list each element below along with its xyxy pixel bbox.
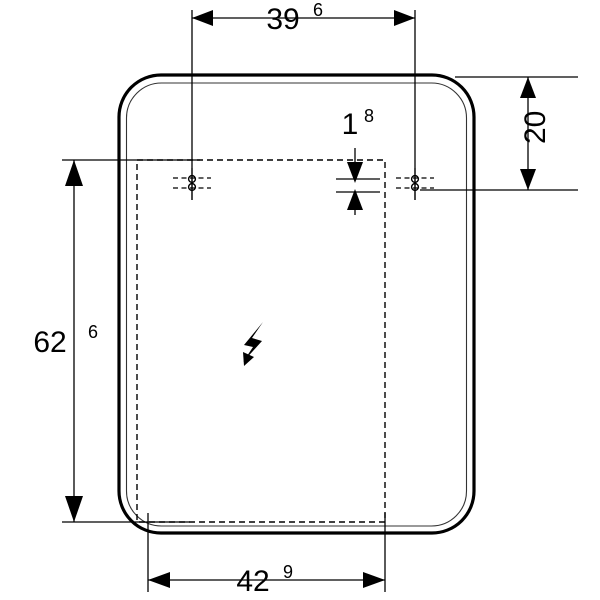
keyhole-mount-left bbox=[173, 168, 211, 200]
arrow-left-top bbox=[192, 10, 213, 26]
cabinet-body bbox=[117, 73, 476, 535]
dim-sup-top-width: 6 bbox=[313, 0, 323, 20]
cabinet-inner-outline bbox=[125, 82, 468, 527]
keyhole-right-circle bbox=[410, 174, 420, 184]
keyhole-mount-right bbox=[396, 168, 434, 200]
lightning-bolt-icon bbox=[243, 322, 263, 366]
keyhole-left-circle-lower bbox=[187, 182, 197, 192]
dimension-bottom-width: 42 9 bbox=[147, 513, 386, 598]
dimension-top-width: 39 6 bbox=[191, 0, 416, 200]
lightning-bolt-path bbox=[243, 322, 263, 362]
cabinet-outer-outline bbox=[117, 73, 476, 535]
dim-label-right-height: 20 bbox=[519, 111, 552, 144]
arrow-up-right bbox=[520, 77, 536, 98]
dim-label-inner-gap: 1 bbox=[342, 108, 359, 141]
arrow-down-right bbox=[520, 169, 536, 190]
arrow-up-left bbox=[65, 160, 83, 186]
lightning-bolt-arrowhead bbox=[243, 352, 254, 366]
arrow-up-inner bbox=[347, 189, 363, 210]
dimension-right-height: 20 bbox=[420, 76, 578, 191]
dim-sup-bottom-width: 9 bbox=[283, 562, 293, 582]
dim-label-bottom-width: 42 bbox=[236, 565, 269, 598]
arrow-down-left bbox=[65, 496, 83, 522]
dim-label-left-height: 62 bbox=[33, 326, 66, 359]
arrow-down-inner bbox=[347, 162, 363, 183]
keyhole-right-circle-lower bbox=[410, 182, 420, 192]
keyhole-left-circle bbox=[187, 174, 197, 184]
dimension-left-height: 62 6 bbox=[33, 159, 200, 523]
dim-label-top-width: 39 bbox=[266, 3, 299, 36]
arrow-right-top bbox=[394, 10, 415, 26]
arrow-right-bottom bbox=[363, 572, 385, 588]
dim-sup-left-height: 6 bbox=[88, 322, 98, 342]
dim-sup-inner-gap: 8 bbox=[364, 106, 374, 126]
arrow-left-bottom bbox=[148, 572, 170, 588]
dimension-inner-gap: 1 8 bbox=[336, 106, 380, 215]
